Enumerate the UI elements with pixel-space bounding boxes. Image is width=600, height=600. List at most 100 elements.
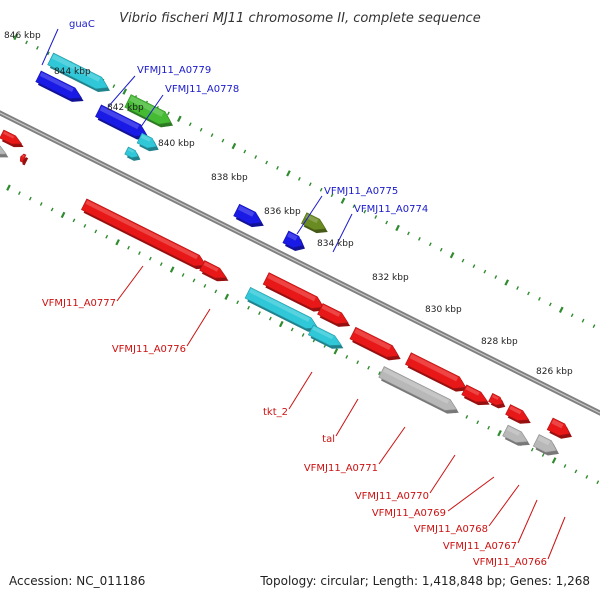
tick-mark — [487, 425, 491, 430]
tick-mark — [247, 305, 250, 310]
tick-mark — [363, 209, 367, 214]
tick-mark — [461, 258, 465, 263]
tick-mark — [541, 453, 545, 457]
leader-line — [517, 499, 538, 544]
tick-mark — [46, 51, 50, 56]
tick-mark — [449, 252, 455, 259]
tick-mark — [356, 360, 360, 365]
gene-arrow — [532, 434, 559, 456]
tick-mark — [494, 275, 498, 279]
tick-mark — [243, 149, 247, 154]
tick-mark — [428, 242, 432, 247]
leader-line — [186, 308, 211, 347]
gene-arrow — [404, 352, 468, 392]
tick-mark — [138, 251, 141, 256]
tick-mark — [231, 142, 237, 150]
gene-label-top: guaC — [69, 19, 95, 30]
tick-mark — [476, 420, 480, 425]
tick-mark — [276, 166, 279, 170]
tick-mark — [333, 348, 339, 355]
gene-label-bottom: tkt_2 — [263, 407, 288, 418]
leader-line — [378, 426, 406, 465]
tick-mark — [127, 245, 130, 250]
tick-mark — [210, 133, 214, 138]
tick-mark — [28, 196, 32, 201]
gene-arrow — [461, 384, 490, 406]
gene-arrow — [301, 212, 328, 234]
tick-mark — [581, 318, 585, 323]
tick-mark — [483, 269, 487, 274]
tick-mark — [258, 311, 261, 316]
tick-mark — [148, 256, 152, 261]
tick-mark — [417, 236, 421, 241]
tick-mark — [574, 469, 578, 474]
tick-mark — [36, 46, 39, 50]
leader-line — [116, 265, 144, 302]
gene-arrow — [233, 203, 264, 228]
gene-arrow — [124, 146, 141, 161]
tick-mark — [60, 211, 66, 219]
tick-mark — [94, 229, 98, 234]
gene-arrow — [349, 326, 401, 361]
tick-label: 844 kbp — [54, 67, 91, 77]
gene-arrow — [0, 129, 24, 148]
tick-label: 834 kbp — [317, 239, 354, 249]
tick-mark — [83, 223, 87, 228]
tick-label: 826 kbp — [536, 367, 573, 377]
tick-mark — [25, 40, 28, 45]
gene-label-bottom: VFMJ11_A0777 — [42, 298, 116, 309]
tick-mark — [367, 365, 371, 370]
gene-labels: guaCVFMJ11_A0779VFMJ11_A0778VFMJ11_A0775… — [42, 19, 547, 568]
gene-label-bottom: VFMJ11_A0769 — [372, 508, 446, 519]
gene-arrow — [282, 230, 305, 251]
gene-label-bottom: VFMJ11_A0770 — [355, 491, 429, 502]
gene-arrow — [136, 132, 159, 152]
tick-mark — [268, 316, 272, 321]
label-leader-lines — [41, 28, 566, 560]
gene-arrow — [124, 94, 174, 128]
gene-arrow — [317, 303, 351, 327]
gene-label-top: VFMJ11_A0778 — [165, 84, 239, 95]
tick-mark — [592, 324, 596, 329]
tick-mark — [548, 302, 552, 307]
tick-mark — [203, 284, 207, 288]
tick-mark — [39, 202, 43, 206]
tick-mark — [236, 300, 240, 305]
gene-label-bottom: VFMJ11_A0771 — [304, 463, 378, 474]
tick-label: 832 kbp — [372, 273, 409, 283]
tick-mark — [378, 371, 381, 376]
leader-line — [137, 94, 164, 132]
leader-line — [488, 484, 520, 527]
tick-mark — [308, 182, 312, 187]
tick-mark — [345, 354, 349, 359]
tick-mark — [472, 264, 476, 269]
tick-mark — [105, 234, 109, 239]
tick-mark — [6, 184, 11, 191]
leader-line — [547, 516, 566, 560]
tick-mark — [290, 327, 294, 332]
gene-label-bottom: tal — [322, 434, 335, 445]
tick-mark — [167, 111, 170, 116]
tick-mark — [497, 430, 502, 437]
tick-mark — [224, 293, 230, 300]
tick-mark — [18, 191, 21, 196]
tick-mark — [538, 296, 541, 301]
tick-mark — [297, 176, 301, 181]
gene-label-bottom: VFMJ11_A0767 — [443, 541, 517, 552]
gene-arrow — [47, 52, 110, 93]
tick-mark — [570, 313, 574, 318]
tick-mark — [112, 84, 116, 88]
tick-mark — [169, 266, 175, 273]
tick-mark — [465, 414, 469, 419]
tick-label: 846 kbp — [4, 31, 41, 41]
backbone-line — [0, 110, 600, 416]
tick-mark — [395, 224, 400, 232]
tick-label: 828 kbp — [481, 337, 518, 347]
tick-mark — [374, 215, 378, 219]
gene-arrow — [0, 145, 9, 158]
tick-mark — [551, 457, 557, 464]
gene-arrow — [199, 260, 229, 282]
gene-arrow — [505, 404, 531, 424]
